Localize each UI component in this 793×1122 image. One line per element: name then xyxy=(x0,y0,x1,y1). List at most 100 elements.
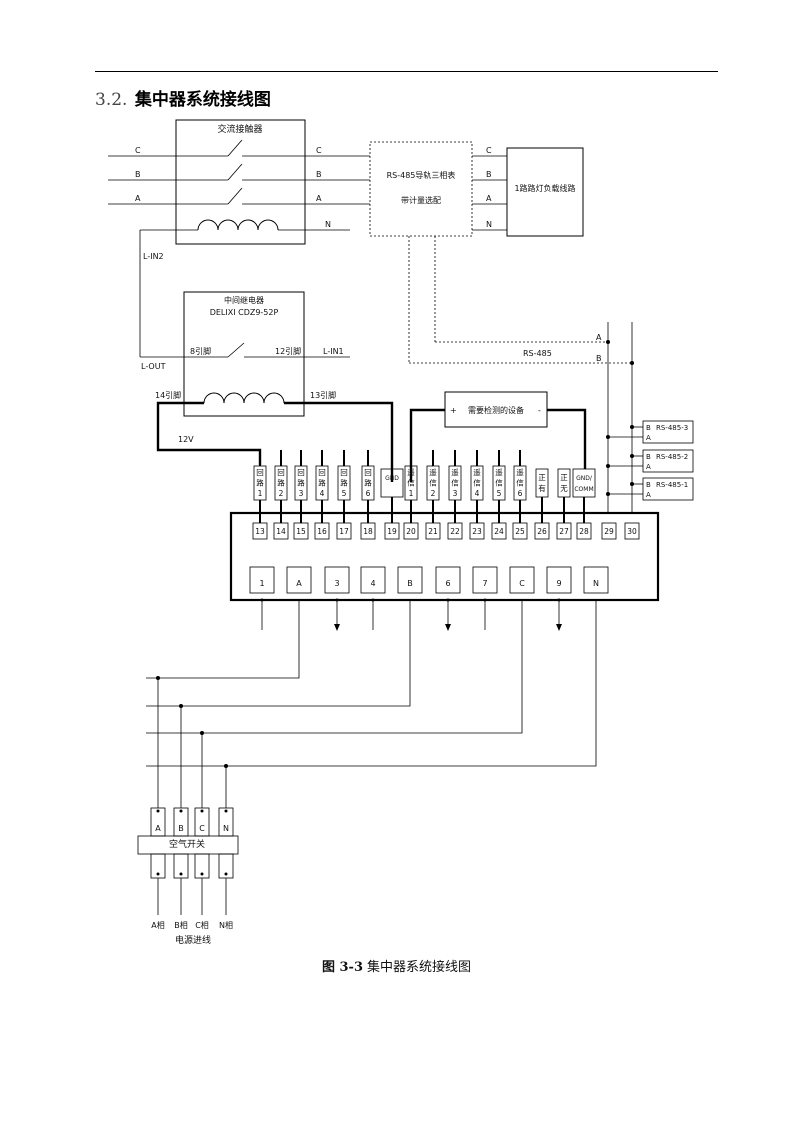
terminal-label-text: 遥 xyxy=(495,467,503,477)
relay-box xyxy=(183,291,305,417)
terminal-number: 18 xyxy=(363,527,373,536)
source-phase-label: A相 xyxy=(151,920,164,930)
terminal-label-text: 回 xyxy=(364,468,372,477)
l-in1-label: L-IN1 xyxy=(323,347,344,356)
rs485-label: RS-485 xyxy=(523,349,552,358)
bottom-terminal-label: 1 xyxy=(259,579,264,588)
terminal-label-text: 3 xyxy=(299,489,304,498)
wire-b-label-left: B xyxy=(135,170,141,179)
bottom-terminal-label: 3 xyxy=(334,579,339,588)
terminal-label-text: 回 xyxy=(340,468,348,477)
terminal-label-text: 遥 xyxy=(407,467,415,477)
terminal-13 xyxy=(252,522,268,540)
terminal-number: 13 xyxy=(255,527,265,536)
contactor-coil xyxy=(197,219,279,231)
breaker-pole-top xyxy=(173,807,189,837)
terminal-27 xyxy=(556,522,572,540)
terminal-label-text: GND/ xyxy=(576,475,593,482)
bus-a-label: A xyxy=(596,333,602,342)
bottom-terminal-label: 6 xyxy=(445,579,450,588)
stub-arrow xyxy=(445,624,451,631)
terminal-label-text: 信 xyxy=(495,478,503,488)
meter-line2: 带计量选配 xyxy=(401,195,441,205)
bottom-terminal-B xyxy=(397,566,423,594)
terminal-label-text: GND xyxy=(385,475,399,482)
rs485-port-junction-a xyxy=(606,435,610,439)
pole-screw-top xyxy=(200,809,204,813)
terminal-label-text: 回 xyxy=(318,468,326,477)
terminal-number: 15 xyxy=(296,527,306,536)
terminal-14 xyxy=(273,522,289,540)
pole-screw-bottom xyxy=(224,872,228,876)
bottom-wires xyxy=(146,598,597,767)
relay-pin13: 13引脚 xyxy=(310,390,336,400)
terminal-number: 19 xyxy=(387,527,397,536)
bottom-terminal-label: B xyxy=(407,579,413,588)
load-a-label: A xyxy=(486,194,492,203)
terminal-label-text: 路 xyxy=(340,478,348,488)
bottom-terminal-label: 4 xyxy=(370,579,375,588)
terminal-number: 16 xyxy=(317,527,327,536)
l-in2-label: L-IN2 xyxy=(143,252,164,261)
terminal-number: 26 xyxy=(537,527,547,536)
terminal-23 xyxy=(469,522,485,540)
terminal-label-text: 6 xyxy=(518,489,523,498)
bottom-terminal-7 xyxy=(472,566,498,594)
terminal-number: 30 xyxy=(627,527,637,536)
terminal-20 xyxy=(403,522,419,540)
bottom-terminal-4 xyxy=(360,566,386,594)
pole-screw-top xyxy=(179,809,183,813)
breaker-pole-label: A xyxy=(155,824,161,833)
phase-run xyxy=(146,600,597,767)
switch-b xyxy=(227,163,243,181)
terminal-19 xyxy=(384,522,400,540)
rs485-port-box xyxy=(642,449,694,473)
bottom-terminal-label: C xyxy=(519,579,525,588)
bottom-terminal-label: 7 xyxy=(482,579,487,588)
device-plus: + xyxy=(450,406,457,415)
wire-device-plus xyxy=(409,408,445,482)
breaker-title: 空气开关 xyxy=(169,838,205,850)
relay-pin12: 12引脚 xyxy=(275,346,301,356)
terminal-label-text: 3 xyxy=(453,489,458,498)
terminal-number: 23 xyxy=(472,527,482,536)
wire-c-label-mid: C xyxy=(316,146,322,155)
wire-n-label: N xyxy=(325,220,331,229)
terminal-label-text: 遥 xyxy=(451,467,459,477)
switch-c xyxy=(227,139,243,157)
relay-pin14: 14引脚 xyxy=(155,390,181,400)
terminal-label-text: 回 xyxy=(297,468,305,477)
phase-run xyxy=(146,600,523,734)
terminal-number: 24 xyxy=(494,527,504,536)
wire-a-label-left: A xyxy=(135,194,141,203)
load-c-label: C xyxy=(486,146,492,155)
rs485-port-name: RS-485-1 xyxy=(656,481,688,489)
relay-coil xyxy=(203,392,285,404)
pole-screw-bottom xyxy=(179,872,183,876)
relay-switch xyxy=(227,342,245,358)
load-n-label: N xyxy=(486,220,492,229)
terminal-25 xyxy=(512,522,528,540)
bottom-terminal-label: N xyxy=(593,579,599,588)
rs485-port-a: A xyxy=(646,463,651,471)
rs485-port-junction-b xyxy=(630,482,634,486)
terminal-label-text: 正 xyxy=(560,473,568,482)
relay-line2: DELIXI CDZ9-52P xyxy=(210,308,279,317)
terminal-29 xyxy=(601,522,617,540)
meter-box xyxy=(369,141,473,237)
source-phase-label: N相 xyxy=(219,920,233,930)
rs485-port-a: A xyxy=(646,491,651,499)
bus-b-label: B xyxy=(596,354,602,363)
terminal-label-text: 4 xyxy=(320,489,325,498)
terminal-label-text: 无 xyxy=(560,484,568,493)
terminal-17 xyxy=(336,522,352,540)
rs485-port-b: B xyxy=(646,481,651,489)
terminal-number: 25 xyxy=(515,527,525,536)
phase-run xyxy=(146,600,411,707)
